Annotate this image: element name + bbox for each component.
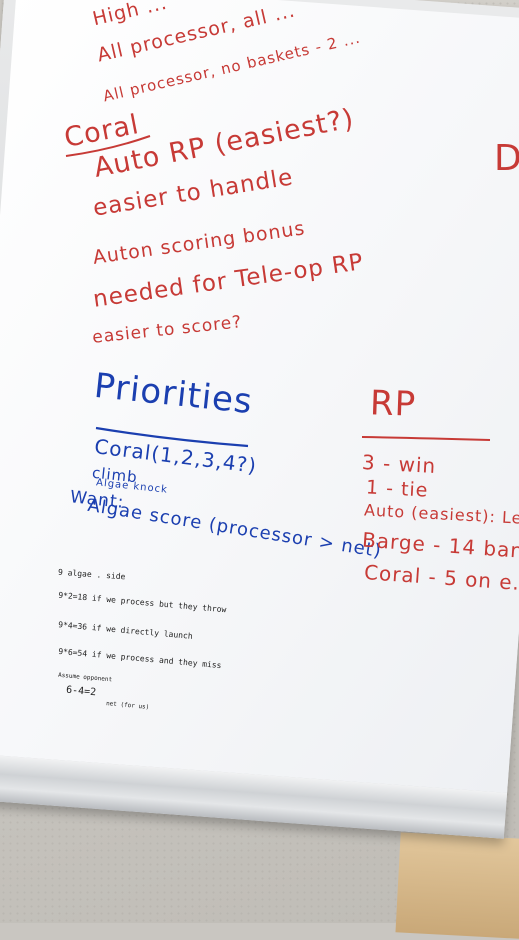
right-edge-mark: D <box>494 138 519 179</box>
coral-underline <box>65 135 151 157</box>
rp-underline <box>361 436 491 441</box>
priorities-underline <box>95 426 249 448</box>
